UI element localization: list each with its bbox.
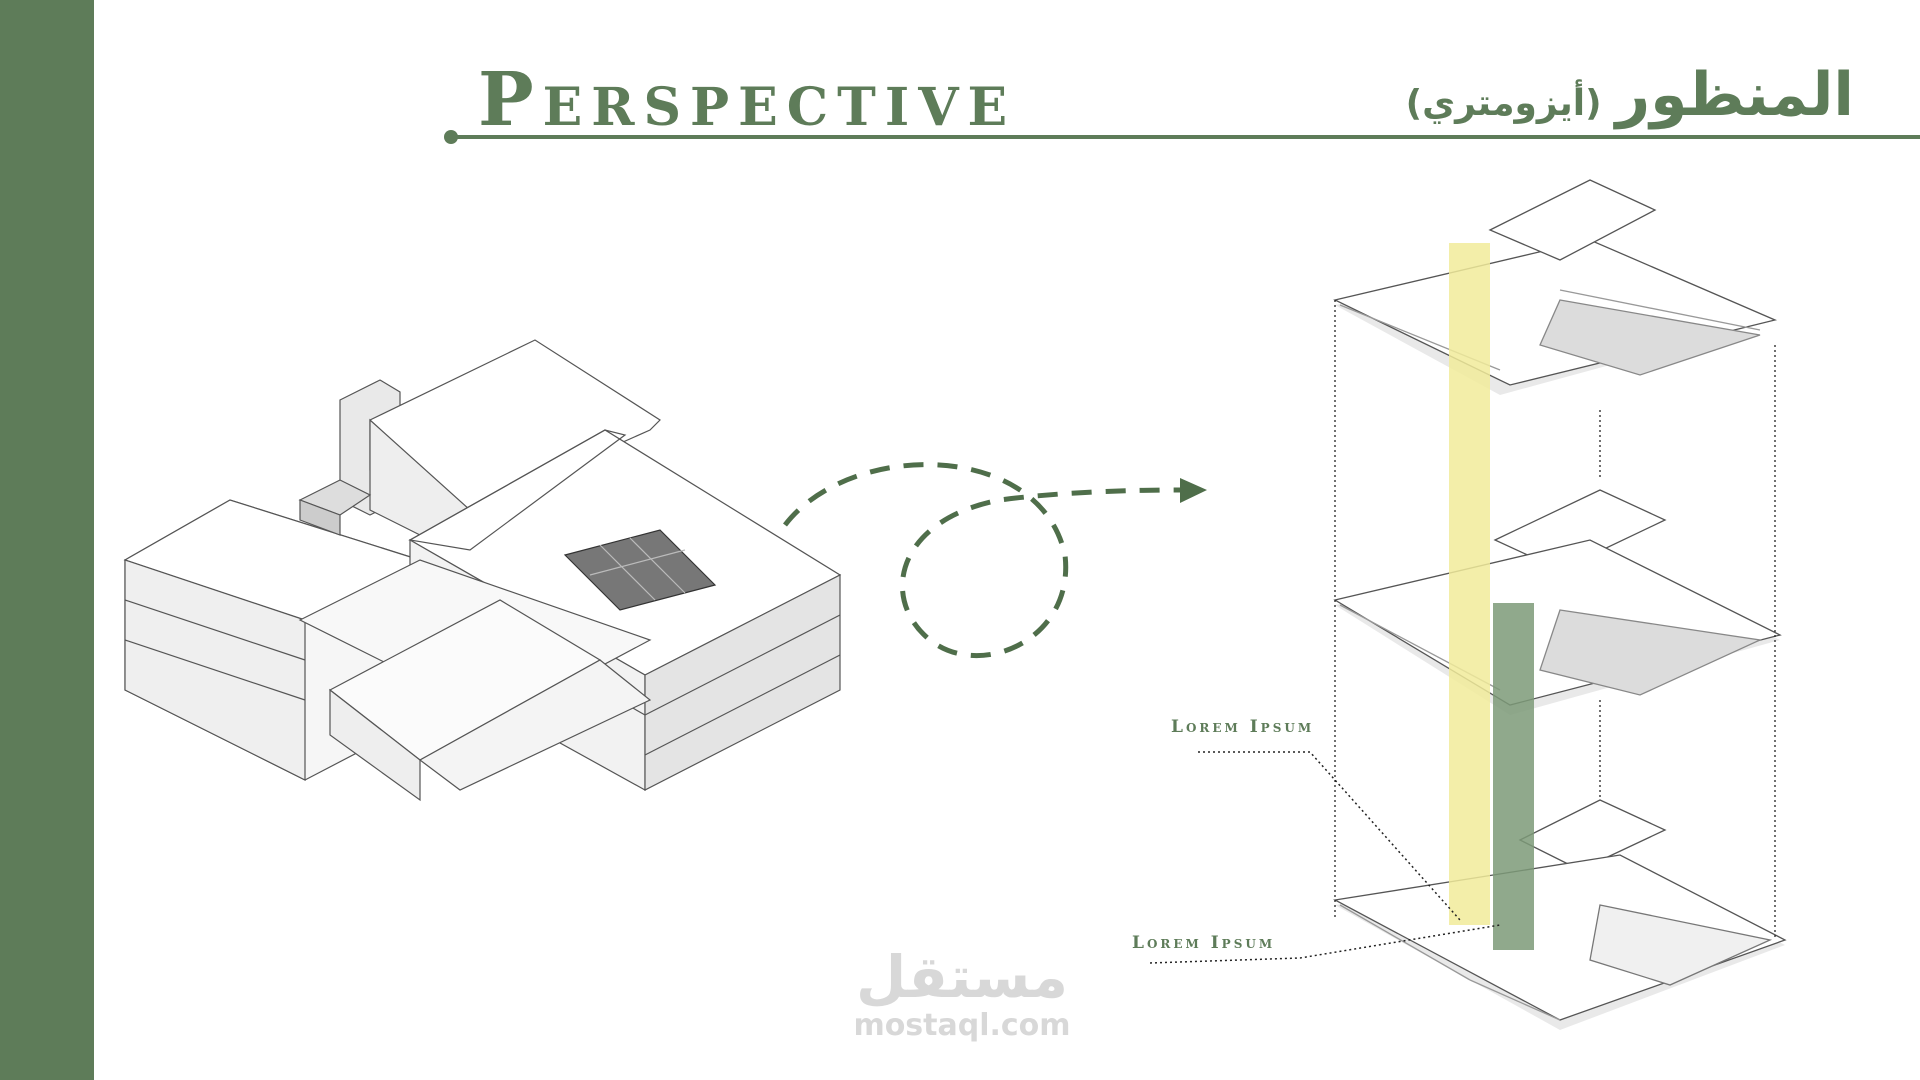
header-underline — [444, 130, 1920, 144]
callout-leaders — [1149, 751, 1501, 964]
watermark-url: mostaql.com — [853, 1008, 1071, 1043]
floor-top — [1333, 179, 1778, 395]
building-isometric — [123, 339, 842, 802]
page-title-arabic: المنظور (أيزومتري) — [1406, 50, 1854, 155]
callout-label-2: Lorem Ipsum — [1132, 933, 1276, 953]
page-title-arabic-main: المنظور — [1615, 60, 1854, 130]
page-title-english: Perspective — [478, 57, 1017, 143]
watermark: مستقل mostaql.com — [842, 945, 1082, 1043]
vertical-shaft-yellow — [1449, 243, 1490, 925]
vertical-shaft-green — [1493, 603, 1534, 950]
callout-label-1: Lorem Ipsum — [1171, 717, 1315, 737]
alignment-lines — [1334, 300, 1776, 940]
flow-arrow — [783, 462, 1207, 659]
floor-middle — [1333, 489, 1782, 715]
exploded-floors — [1332, 179, 1787, 1030]
watermark-arabic: مستقل — [855, 943, 1069, 1011]
floor-bottom — [1332, 799, 1787, 1030]
page-title-arabic-sub: (أيزومتري) — [1405, 83, 1602, 124]
side-bar — [0, 0, 94, 1080]
